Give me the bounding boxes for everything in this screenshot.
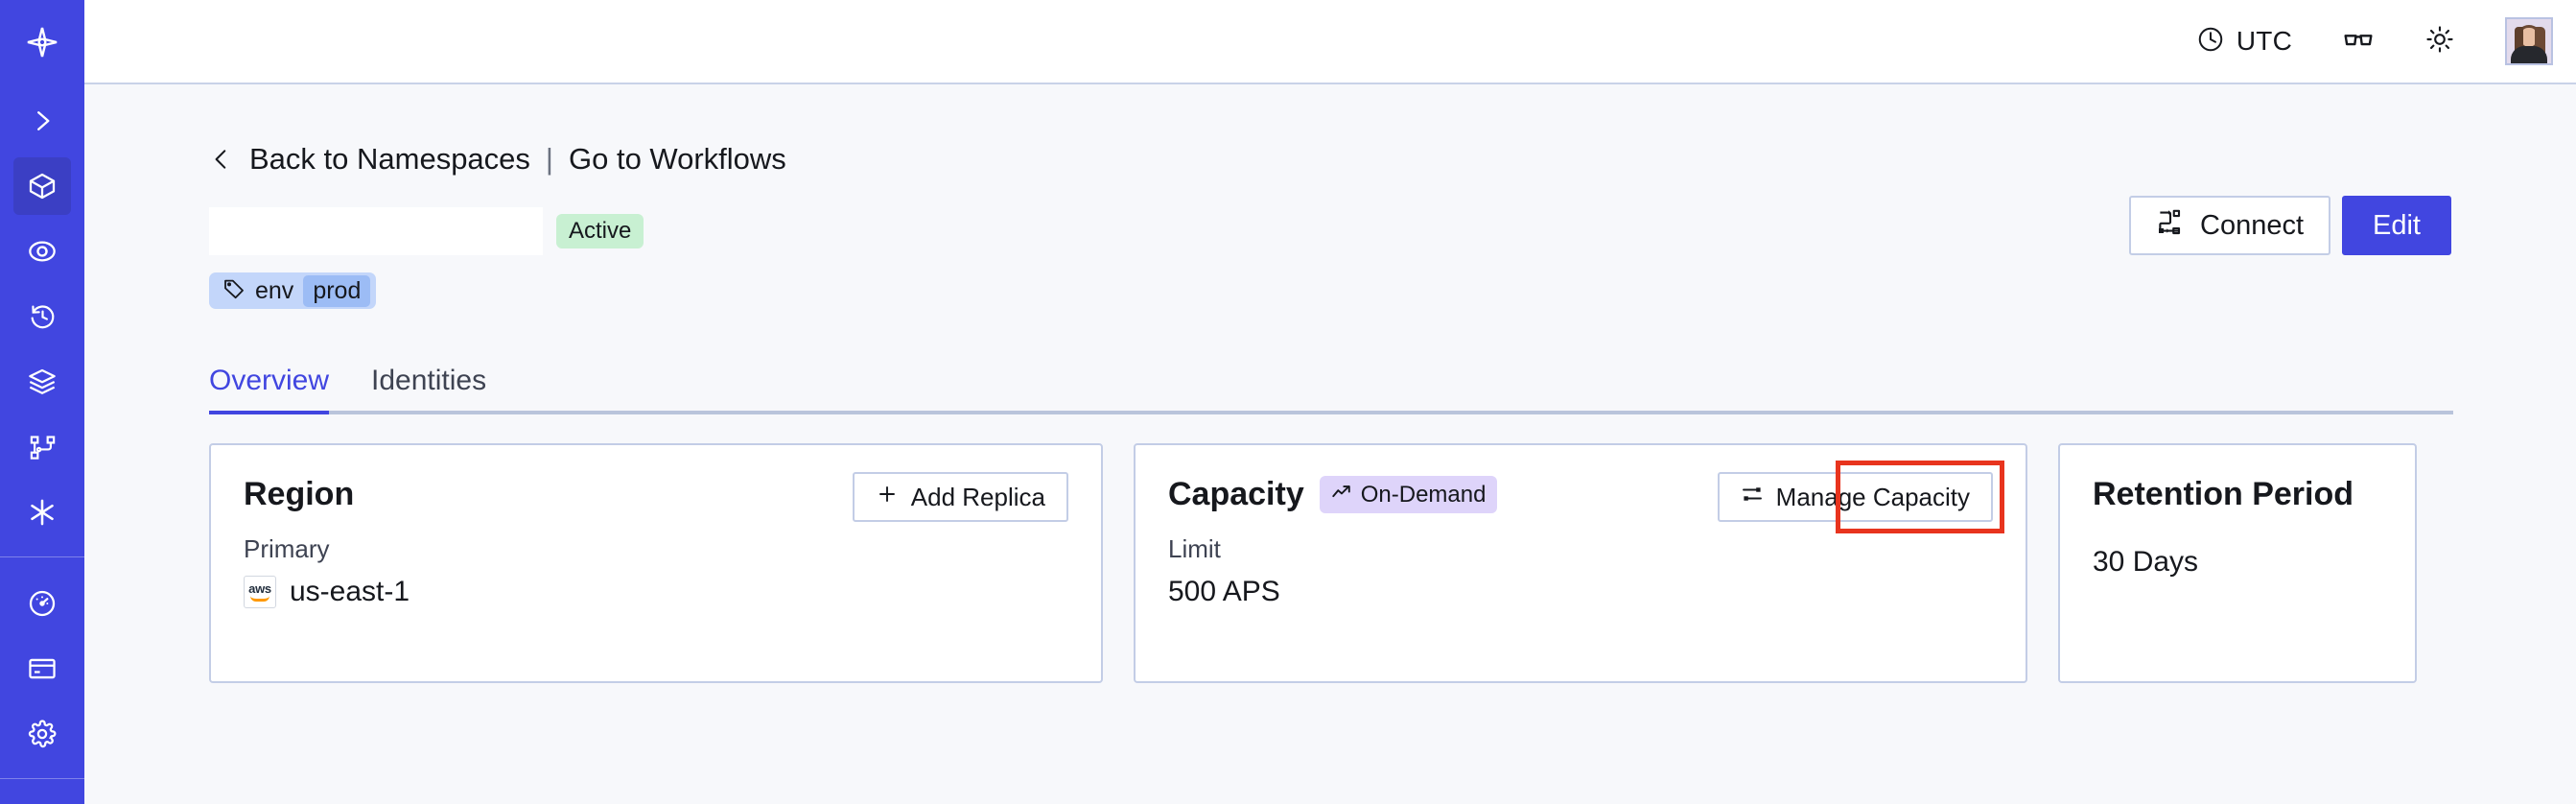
page-title: [209, 207, 543, 255]
sidebar-item-schedules[interactable]: [13, 288, 71, 345]
retention-value: 30 Days: [2093, 546, 2199, 578]
capacity-mode-label: On-Demand: [1360, 481, 1487, 508]
avatar-hair-right: [2535, 27, 2545, 58]
region-card-head: Region: [244, 476, 1068, 513]
gauge-icon: [27, 588, 58, 619]
tag-list: env prod: [209, 272, 2451, 315]
capacity-card: Capacity On-Demand: [1134, 443, 2027, 683]
breadcrumb: Back to Namespaces | Go to Workflows: [209, 140, 2451, 178]
top-header-bar: UTC: [84, 0, 2576, 84]
plus-icon: [876, 483, 899, 512]
sidebar-item-billing[interactable]: [13, 640, 71, 698]
history-clock-icon: [28, 302, 58, 332]
layers-icon: [27, 367, 58, 397]
edit-button-label: Edit: [2373, 209, 2421, 241]
avatar-face: [2521, 28, 2537, 47]
namespace-tag[interactable]: env prod: [209, 272, 377, 309]
sidebar-item-workflows[interactable]: [13, 418, 71, 476]
trending-up-icon: [1331, 482, 1352, 508]
main-content: Back to Namespaces | Go to Workflows Act…: [84, 86, 2576, 804]
sidebar-item-observability[interactable]: [13, 223, 71, 280]
aws-logo-icon: aws: [244, 576, 276, 608]
sidebar-divider-2: [0, 778, 84, 779]
tab-identities[interactable]: Identities: [371, 365, 487, 396]
sidebar-item-usage[interactable]: [13, 575, 71, 632]
capacity-mode-badge: On-Demand: [1319, 476, 1498, 513]
capacity-value: 500 APS: [1168, 576, 1280, 607]
namespace-header: Active Connect Edit: [209, 196, 2451, 259]
retention-card-head: Retention Period: [2093, 476, 2382, 513]
top-header-actions: UTC: [2196, 17, 2553, 65]
tag-icon: [222, 277, 246, 305]
sun-icon: [2424, 24, 2455, 59]
region-value-row: aws us-east-1: [244, 576, 1068, 608]
asterisk-icon: [26, 496, 59, 529]
avatar-hair-left: [2515, 27, 2523, 56]
sidebar-item-settings[interactable]: [13, 705, 71, 763]
app-logo[interactable]: [0, 0, 84, 84]
sidebar-item-task-queues[interactable]: [13, 353, 71, 411]
connect-icon: [2156, 207, 2185, 244]
tab-bar: Overview Identities: [209, 355, 2453, 414]
sliders-icon: [1741, 483, 1764, 512]
sidebar-item-namespaces[interactable]: [13, 157, 71, 215]
cube-icon: [27, 171, 58, 201]
edit-button[interactable]: Edit: [2342, 196, 2451, 255]
avatar-body: [2511, 46, 2547, 63]
eye-icon: [27, 236, 58, 267]
clock-icon: [2196, 25, 2225, 59]
chevron-left-icon[interactable]: [209, 143, 234, 176]
theme-toggle-button[interactable]: [2424, 24, 2455, 59]
connect-button-label: Connect: [2200, 209, 2305, 241]
status-badge: Active: [556, 214, 644, 248]
aws-logo-text: aws: [248, 581, 271, 596]
retention-card-title: Retention Period: [2093, 476, 2354, 512]
add-replica-button[interactable]: Add Replica: [852, 472, 1068, 522]
breadcrumb-separator: |: [545, 142, 553, 176]
credit-card-icon: [27, 653, 58, 684]
sidebar-divider-1: [0, 556, 84, 557]
chevron-right-icon: [28, 106, 57, 135]
retention-card: Retention Period 30 Days: [2058, 443, 2417, 683]
add-replica-label: Add Replica: [910, 482, 1045, 511]
avatar[interactable]: [2505, 17, 2553, 65]
temporal-logo-icon: [25, 25, 59, 59]
tag-value: prod: [303, 274, 371, 307]
go-to-workflows-link[interactable]: Go to Workflows: [568, 142, 786, 176]
region-card-title: Region: [244, 476, 355, 512]
manage-capacity-button[interactable]: Manage Capacity: [1717, 472, 1993, 522]
connect-button[interactable]: Connect: [2129, 196, 2331, 255]
capacity-sub-label: Limit: [1168, 534, 1221, 563]
sidebar-item-expand-sidebar[interactable]: [13, 92, 71, 150]
capacity-card-head: Capacity On-Demand: [1168, 476, 1993, 513]
left-sidebar: [0, 0, 84, 804]
capacity-card-title: Capacity: [1168, 476, 1304, 512]
workflow-nodes-icon: [28, 433, 58, 462]
sidebar-item-nexus[interactable]: [13, 484, 71, 541]
tab-overview[interactable]: Overview: [209, 365, 330, 414]
timezone-label: UTC: [2236, 26, 2292, 56]
glasses-icon: [2342, 23, 2375, 60]
aws-logo-swoosh: [250, 596, 269, 602]
timezone-selector[interactable]: UTC: [2196, 25, 2292, 59]
header-actions: Connect Edit: [2129, 196, 2451, 255]
manage-capacity-label: Manage Capacity: [1775, 482, 1970, 511]
gear-icon: [27, 719, 58, 749]
region-value: us-east-1: [290, 576, 410, 607]
back-to-namespaces-link[interactable]: Back to Namespaces: [249, 142, 530, 176]
tag-key: env: [255, 276, 294, 304]
reading-mode-button[interactable]: [2342, 23, 2375, 60]
region-card: Region Add Replica Primary aws us-east-1: [209, 443, 1103, 683]
region-sub-label: Primary: [244, 534, 330, 563]
overview-cards: Region Add Replica Primary aws us-east-1…: [209, 443, 2451, 683]
